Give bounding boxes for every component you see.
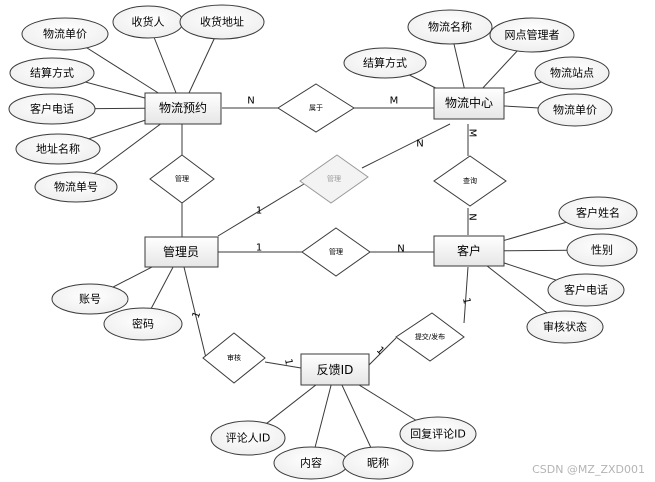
svg-text:回复评论ID: 回复评论ID <box>410 427 466 441</box>
watermark: CSDN @MZ_ZXD001 <box>532 463 645 476</box>
relationship-manage-center: 管理 <box>299 154 369 204</box>
entity-label: 反馈ID <box>317 363 354 377</box>
svg-text:地址名称: 地址名称 <box>36 142 80 156</box>
relationship-label: 提交/发布 <box>415 332 445 341</box>
cardinality-review-feedback: 1 <box>282 358 294 366</box>
cardinality-admin-review: 1 <box>191 310 204 320</box>
attr-receive-address: 收货地址 <box>179 4 265 40</box>
entity-label: 物流中心 <box>445 95 493 110</box>
entity-logistics-booking: 物流预约 <box>144 92 222 125</box>
cardinality-feedback-submit: 1 <box>374 345 386 357</box>
svg-text:客户电话: 客户电话 <box>564 283 608 297</box>
svg-text:客户姓名: 客户姓名 <box>576 206 620 220</box>
relationship-manage-customer: 管理 <box>301 227 371 277</box>
svg-text:结算方式: 结算方式 <box>30 66 74 80</box>
attr-customer-phone: 客户电话 <box>547 273 625 307</box>
svg-text:物流站点: 物流站点 <box>550 66 594 80</box>
svg-text:昵称: 昵称 <box>367 456 389 470</box>
cardinality-query-customer: N <box>467 213 478 220</box>
attr-branch-manager: 网点管理者 <box>489 17 575 53</box>
attr-logistics-name: 物流名称 <box>407 9 493 45</box>
svg-text:客户电话: 客户电话 <box>30 102 74 116</box>
attr-booking-settlement: 结算方式 <box>9 57 95 89</box>
attr-center-unit-price: 物流单价 <box>537 93 613 127</box>
svg-text:结算方式: 结算方式 <box>363 56 407 70</box>
cardinality-manage-customer: N <box>397 244 404 255</box>
entity-admin: 管理员 <box>144 236 219 268</box>
relationship-belongs: 属于 <box>277 83 355 133</box>
relationship-label: 管理 <box>329 247 343 256</box>
svg-text:性别: 性别 <box>591 243 613 257</box>
relationship-query: 查询 <box>433 155 507 207</box>
attr-center-settlement: 结算方式 <box>343 47 427 79</box>
attr-booking-phone: 客户电话 <box>8 93 96 125</box>
cardinality-center-manage-admin: N <box>416 139 423 150</box>
cardinality-belongs-center: M <box>390 96 399 107</box>
svg-text:密码: 密码 <box>132 317 154 331</box>
attr-nickname: 昵称 <box>342 446 414 480</box>
svg-text:物流名称: 物流名称 <box>428 20 472 34</box>
entity-logistics-center: 物流中心 <box>433 87 505 120</box>
attr-receiver: 收货人 <box>112 5 184 39</box>
attr-account: 账号 <box>51 283 129 315</box>
cardinality-submit-customer: 1 <box>460 297 472 305</box>
svg-text:物流单价: 物流单价 <box>43 27 87 41</box>
entity-label: 客户 <box>457 243 481 258</box>
relationship-label: 管理 <box>175 174 189 183</box>
svg-text:网点管理者: 网点管理者 <box>505 28 560 42</box>
attr-gender: 性别 <box>566 233 638 267</box>
relationship-label: 审核 <box>227 353 241 362</box>
attr-station: 物流站点 <box>534 56 610 90</box>
attr-password: 密码 <box>103 307 183 341</box>
attr-content: 内容 <box>273 446 349 480</box>
relationship-label: 属于 <box>309 104 323 112</box>
svg-text:物流单号: 物流单号 <box>54 180 98 194</box>
attr-commenter-id: 评论人ID <box>210 420 286 456</box>
cardinality-booking-belongs: N <box>247 96 254 107</box>
relationship-label: 管理 <box>327 174 341 183</box>
attr-reply-id: 回复评论ID <box>399 416 477 452</box>
svg-text:审核状态: 审核状态 <box>543 320 587 334</box>
attr-logistics-no: 物流单号 <box>34 171 118 203</box>
cardinality-center-query: M <box>467 129 478 138</box>
cardinality-admin-manage-center: 1 <box>256 206 262 217</box>
relationship-review: 审核 <box>202 332 266 384</box>
cardinality-admin-manage-customer: 1 <box>256 243 262 254</box>
entity-label: 管理员 <box>163 244 199 259</box>
attr-customer-name: 客户姓名 <box>558 196 638 230</box>
relationship-label: 查询 <box>463 176 477 185</box>
attr-booking-unit-price: 物流单价 <box>21 17 109 51</box>
svg-text:收货人: 收货人 <box>132 15 165 29</box>
attr-review-status: 审核状态 <box>526 310 604 344</box>
entity-label: 物流预约 <box>159 100 207 115</box>
svg-text:评论人ID: 评论人ID <box>226 431 271 445</box>
svg-text:物流单价: 物流单价 <box>553 103 597 117</box>
svg-text:收货地址: 收货地址 <box>200 15 244 29</box>
entity-customer: 客户 <box>433 235 505 267</box>
relationship-manage-booking: 管理 <box>149 154 215 204</box>
relationship-submit: 提交/发布 <box>395 312 465 362</box>
entity-feedback: 反馈ID <box>300 353 370 386</box>
attr-address-name: 地址名称 <box>15 133 101 165</box>
svg-text:账号: 账号 <box>79 293 101 306</box>
svg-text:内容: 内容 <box>300 456 322 470</box>
